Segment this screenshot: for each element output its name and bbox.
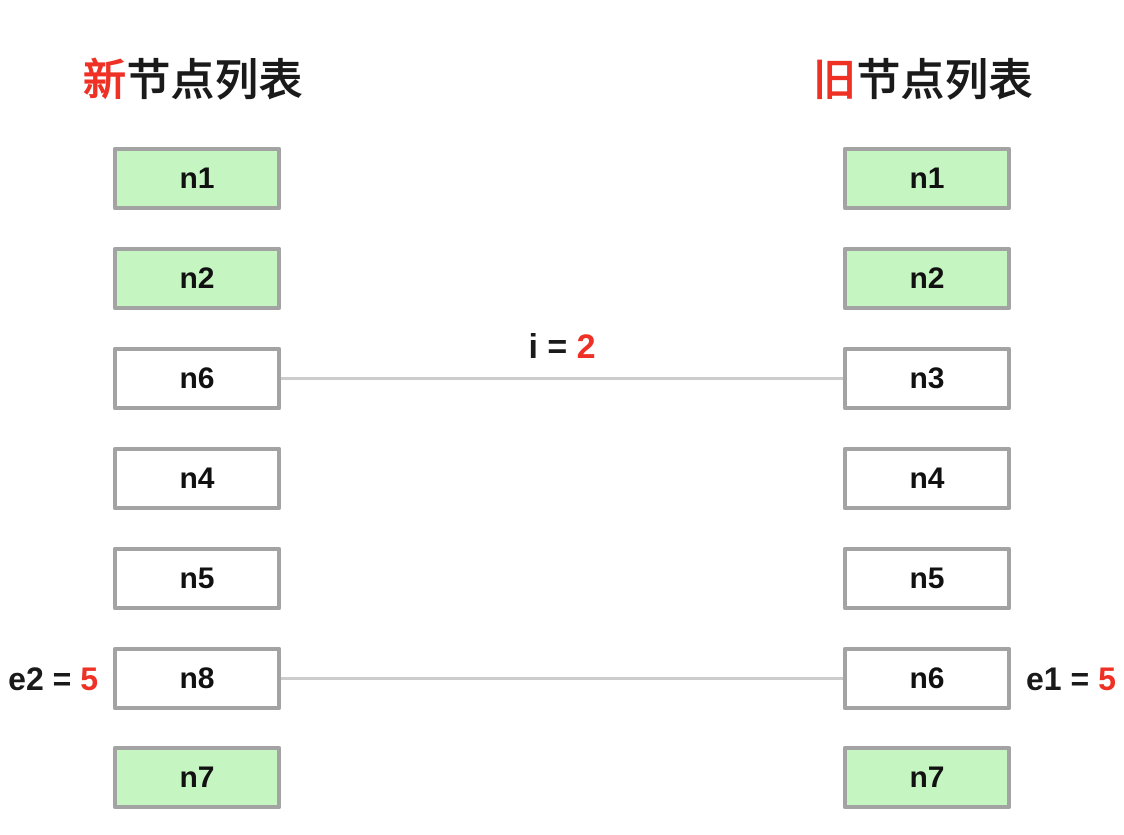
node-old-n2: n2 bbox=[843, 247, 1011, 310]
index-e1-value: 5 bbox=[1098, 661, 1116, 697]
index-e1-label: e1 = 5 bbox=[1026, 659, 1116, 699]
node-new-n5: n5 bbox=[113, 547, 281, 610]
node-old-n7: n7 bbox=[843, 746, 1011, 809]
index-e2-value: 5 bbox=[80, 661, 98, 697]
old-title-highlight: 旧 bbox=[813, 57, 857, 105]
new-title-rest: 节点列表 bbox=[127, 57, 303, 105]
index-e2-label: e2 = 5 bbox=[4, 659, 98, 699]
index-e1-prefix: e1 = bbox=[1026, 661, 1099, 697]
node-new-n4: n4 bbox=[113, 447, 281, 510]
new-title-highlight: 新 bbox=[83, 57, 127, 105]
old-list-title: 旧节点列表 bbox=[813, 46, 1033, 108]
node-new-n1: n1 bbox=[113, 147, 281, 210]
index-i-prefix: i = bbox=[528, 328, 577, 366]
index-i-value: 2 bbox=[576, 328, 596, 366]
connector-line-e bbox=[281, 677, 843, 680]
node-new-n7: n7 bbox=[113, 746, 281, 809]
node-new-n6: n6 bbox=[113, 347, 281, 410]
index-e2-prefix: e2 = bbox=[8, 661, 81, 697]
connector-line-i bbox=[281, 377, 843, 380]
index-i-label: i = 2 bbox=[281, 328, 843, 367]
new-list-title: 新节点列表 bbox=[83, 46, 303, 108]
node-old-n3: n3 bbox=[843, 347, 1011, 410]
node-old-n6: n6 bbox=[843, 647, 1011, 710]
node-old-n1: n1 bbox=[843, 147, 1011, 210]
node-new-n8: n8 bbox=[113, 647, 281, 710]
node-old-n5: n5 bbox=[843, 547, 1011, 610]
old-title-rest: 节点列表 bbox=[857, 57, 1033, 105]
node-new-n2: n2 bbox=[113, 247, 281, 310]
node-old-n4: n4 bbox=[843, 447, 1011, 510]
